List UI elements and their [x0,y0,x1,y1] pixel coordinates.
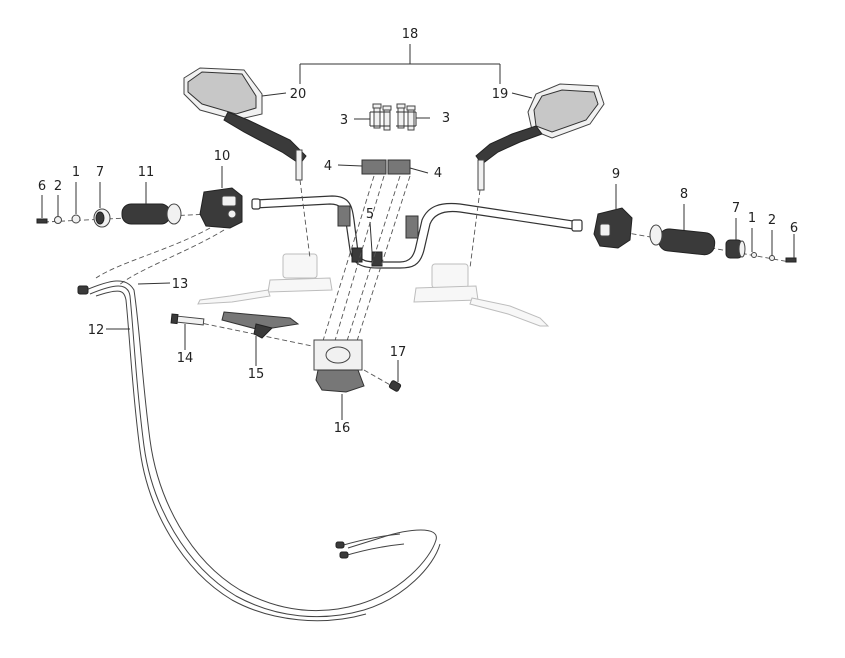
callout-1-left: 1 [72,165,80,180]
callout-4-right: 4 [434,166,442,181]
callout-8: 8 [680,187,688,202]
right-bar-end-weight [725,239,746,259]
right-grip [649,224,716,256]
callout-3-left: 3 [340,113,348,128]
callout-19: 19 [492,87,509,102]
right-washers-screw [751,252,797,263]
left-bar-end-weight [93,208,111,228]
callout-7-left: 7 [96,165,104,180]
callout-17: 17 [390,345,407,360]
right-mirror [475,83,605,191]
lower-clamp-bracket [313,339,365,393]
right-throttle-housing [593,207,633,249]
callout-4-left: 4 [324,159,332,174]
callout-5: 5 [366,207,374,222]
callout-18: 18 [402,27,419,42]
bolt-17 [388,380,402,392]
clamp-bolts [372,103,416,131]
callout-11: 11 [138,165,155,180]
callout-2-right: 2 [768,213,776,228]
callout-6-right: 6 [790,221,798,236]
callout-15: 15 [248,367,265,382]
callout-9: 9 [612,167,620,182]
leader-lines [41,44,795,420]
callout-20: 20 [290,87,307,102]
left-switch-housing [199,187,243,229]
callout-13: 13 [172,277,189,292]
callout-16: 16 [334,421,351,436]
handlebar [251,195,583,269]
rod-14 [170,313,205,326]
ghost-left-brake-lever [197,253,333,305]
cables [77,280,441,622]
callout-7-right: 7 [732,201,740,216]
left-washers-screw [36,214,81,224]
callout-3-right: 3 [442,111,450,126]
left-mirror [183,67,307,181]
callout-10: 10 [214,149,231,164]
callout-6-left: 6 [38,179,46,194]
upper-clamps [361,159,411,175]
callout-12: 12 [88,323,105,338]
callout-1-right: 1 [748,211,756,226]
cable-guide [221,311,300,339]
ghost-right-brake-lever [413,263,550,327]
callout-labels: 18 20 19 3 3 4 4 5 10 11 7 1 2 6 9 8 7 1… [38,27,798,436]
callout-2-left: 2 [54,179,62,194]
callout-14: 14 [177,351,194,366]
left-grip [121,203,182,225]
assembly-lines [43,175,791,387]
